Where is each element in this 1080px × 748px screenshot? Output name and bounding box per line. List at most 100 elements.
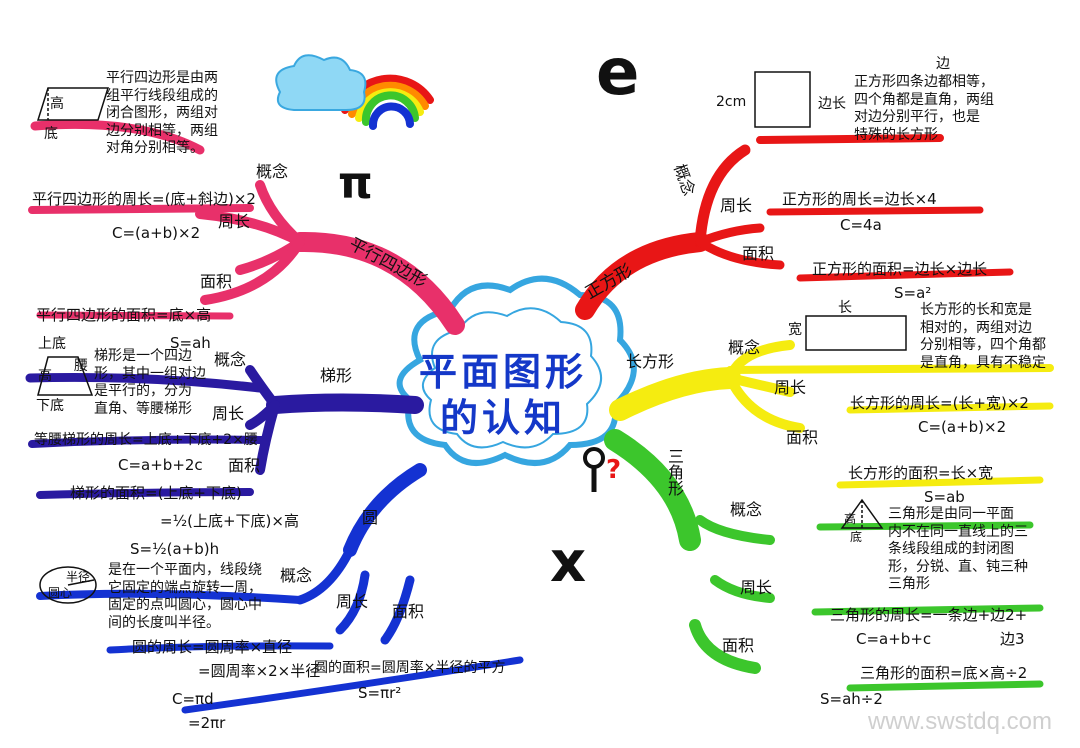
parallelogram-concept-line: 组平行线段组成的 bbox=[106, 87, 218, 104]
rectangle-concept: 长方形的长和宽是 相对的，两组对边 分别相等，四个角都 是直角，具有不稳定 bbox=[920, 302, 1046, 372]
parallelogram-perimeter-label: 周长 bbox=[218, 212, 251, 231]
rectangle-fig-width: 宽 bbox=[788, 322, 802, 338]
parallelogram-perimeter-short: C=(a+b)×2 bbox=[112, 224, 201, 242]
parallelogram-concept-line: 对角分别相等。 bbox=[106, 140, 204, 156]
trapezoid-fig-top: 上底 bbox=[38, 336, 66, 352]
rectangle-perimeter-short: C=(a+b)×2 bbox=[918, 418, 1007, 436]
square-concept-line: 四个角都是直角，两组 bbox=[854, 91, 994, 108]
square-fig-side: 2cm bbox=[716, 94, 747, 110]
parallelogram-concept-line: 闭合图形，两组对 bbox=[106, 105, 218, 121]
cloud-icon bbox=[275, 54, 367, 111]
trapezoid-fig-bottom: 下底 bbox=[36, 398, 64, 414]
trapezoid-perimeter-formula: 等腰梯形的周长=上底+下底+2×腰 bbox=[34, 432, 258, 448]
trapezoid-concept-line: 直角、等腰梯形 bbox=[94, 400, 192, 417]
trapezoid-branch-label: 梯形 bbox=[320, 366, 353, 385]
circle-area-formula: 圆的面积=圆周率×半径的平方 bbox=[314, 660, 506, 676]
triangle-concept-line: 条线段组成的封闭图 bbox=[888, 541, 1014, 557]
square-fig-edge: 边长 bbox=[818, 96, 846, 112]
circle-perimeter-line2: =圆周率×2×半径 bbox=[198, 662, 321, 680]
circle-perimeter-short: C=πd bbox=[172, 690, 214, 708]
square-area-short: S=a² bbox=[894, 284, 932, 302]
rectangle-figure bbox=[805, 315, 907, 351]
circle-concept-line: 固定的点叫圆心，圆心中 bbox=[108, 597, 262, 613]
trapezoid-perimeter-label: 周长 bbox=[212, 404, 245, 423]
rectangle-area-label: 面积 bbox=[786, 428, 819, 447]
triangle-concept-line: 三角形是由同一平面 bbox=[888, 506, 1014, 522]
triangle-perimeter-extra: 边3 bbox=[1000, 630, 1025, 648]
square-area-label: 面积 bbox=[742, 244, 775, 263]
rectangle-fig-length: 长 bbox=[838, 300, 852, 316]
parallelogram-fig-height: 高 bbox=[50, 96, 64, 112]
trapezoid-area-formula: 梯形的面积=(上底+下底) bbox=[70, 484, 242, 502]
parallelogram-concept-label: 概念 bbox=[256, 162, 289, 181]
trapezoid-concept-line: 是平行的，分为 bbox=[94, 383, 192, 399]
triangle-perimeter-short: C=a+b+c bbox=[856, 630, 932, 648]
rectangle-concept-line: 相对的，两组对边 bbox=[920, 319, 1032, 336]
square-strokes bbox=[575, 134, 1014, 320]
trapezoid-area-label: 面积 bbox=[228, 456, 261, 475]
rectangle-area-short: S=ab bbox=[924, 488, 965, 506]
circle-concept-line: 是在一个平面内，线段绕 bbox=[108, 562, 262, 578]
triangle-fig-height: 高 bbox=[844, 512, 857, 526]
trapezoid-concept-line: 形，其中一组对边 bbox=[94, 365, 206, 382]
circle-concept-label: 概念 bbox=[280, 566, 313, 585]
center-title: 平面图形 的认知 bbox=[408, 330, 598, 460]
parallelogram-area-formula: 平行四边形的面积=底×高 bbox=[36, 306, 212, 324]
triangle-strokes bbox=[604, 429, 1044, 692]
triangle-area-formula: 三角形的面积=底×高÷2 bbox=[860, 664, 1028, 682]
square-concept: 正方形四条边都相等， 四个角都是直角，两组 对边分别平行，也是 特殊的长方形 bbox=[854, 74, 994, 144]
circle-perimeter-label: 周长 bbox=[336, 592, 369, 611]
parallelogram-area-label: 面积 bbox=[200, 272, 233, 291]
trapezoid-figure bbox=[37, 356, 94, 396]
rectangle-branch-label: 长方形 bbox=[626, 352, 675, 371]
circle-figure bbox=[39, 566, 97, 604]
watermark-text: www.swstdq.com bbox=[867, 708, 1052, 735]
triangle-concept: 三角形是由同一平面 内不在同一直线上的三 条线段组成的封闭图 形，分锐、直、钝三… bbox=[888, 506, 1028, 594]
circle-perimeter-formula: 圆的周长=圆周率×直径 bbox=[132, 638, 293, 656]
trapezoid-area-short: S=½(a+b)h bbox=[130, 540, 220, 558]
square-perimeter-label: 周长 bbox=[720, 196, 753, 215]
triangle-concept-line: 三角形 bbox=[888, 576, 930, 592]
square-concept-line: 特殊的长方形 bbox=[854, 126, 938, 143]
trapezoid-concept: 梯形是一个四边 形，其中一组对边 是平行的，分为 直角、等腰梯形 bbox=[94, 348, 206, 418]
trapezoid-perimeter-short: C=a+b+2c bbox=[118, 456, 203, 474]
triangle-area-short: S=ah÷2 bbox=[820, 690, 883, 708]
circle-fig-center: 圆心 bbox=[48, 586, 73, 600]
triangle-concept-line: 内不在同一直线上的三 bbox=[888, 523, 1028, 540]
circle-concept-line: 间的长度叫半径。 bbox=[108, 614, 220, 631]
triangle-perimeter-formula: 三角形的周长=一条边+边2+ bbox=[830, 606, 1028, 624]
rectangle-concept-line: 长方形的长和宽是 bbox=[920, 302, 1032, 318]
rectangle-perimeter-label: 周长 bbox=[774, 378, 807, 397]
triangle-concept-label: 概念 bbox=[730, 500, 763, 519]
parallelogram-strokes bbox=[28, 119, 465, 335]
circle-fig-radius: 半径 bbox=[66, 570, 91, 584]
triangle-fig-base: 底 bbox=[850, 530, 863, 544]
trapezoid-fig-height: 高 bbox=[38, 368, 52, 384]
trapezoid-concept-label: 概念 bbox=[214, 350, 247, 369]
square-concept-line: 对边分别平行，也是 bbox=[854, 109, 980, 125]
square-perimeter-formula: 正方形的周长=边长×4 bbox=[782, 190, 937, 208]
circle-concept-line: 它固定的端点旋转一周， bbox=[108, 579, 262, 596]
triangle-perimeter-label: 周长 bbox=[740, 578, 773, 597]
circle-area-short: S=πr² bbox=[358, 684, 402, 702]
parallelogram-figure bbox=[36, 87, 110, 121]
rectangle-concept-label: 概念 bbox=[728, 338, 761, 357]
question-mark-icon: ? bbox=[606, 455, 621, 485]
square-fig-top: 边 bbox=[936, 56, 950, 72]
trapezoid-strokes bbox=[25, 365, 424, 499]
rectangle-area-formula: 长方形的面积=长×宽 bbox=[848, 464, 994, 482]
pi-symbol: π bbox=[338, 158, 373, 209]
square-figure bbox=[754, 71, 811, 128]
circle-perimeter-short2: =2πr bbox=[188, 714, 226, 732]
trapezoid-area-line2: =½(上底+下底)×高 bbox=[160, 512, 299, 530]
parallelogram-area-short: S=ah bbox=[170, 334, 211, 352]
e-symbol: e bbox=[596, 36, 640, 110]
circle-area-label: 面积 bbox=[392, 602, 425, 621]
trapezoid-fig-waist: 腰 bbox=[74, 358, 88, 374]
triangle-concept-line: 形，分锐、直、钝三种 bbox=[888, 558, 1028, 575]
circle-strokes bbox=[36, 463, 524, 714]
parallelogram-concept-line: 平行四边形是由两 bbox=[106, 70, 218, 86]
x-symbol: x bbox=[550, 530, 587, 595]
center-title-line1: 平面图形 bbox=[418, 349, 587, 395]
center-title-line2: 的认知 bbox=[439, 395, 566, 440]
